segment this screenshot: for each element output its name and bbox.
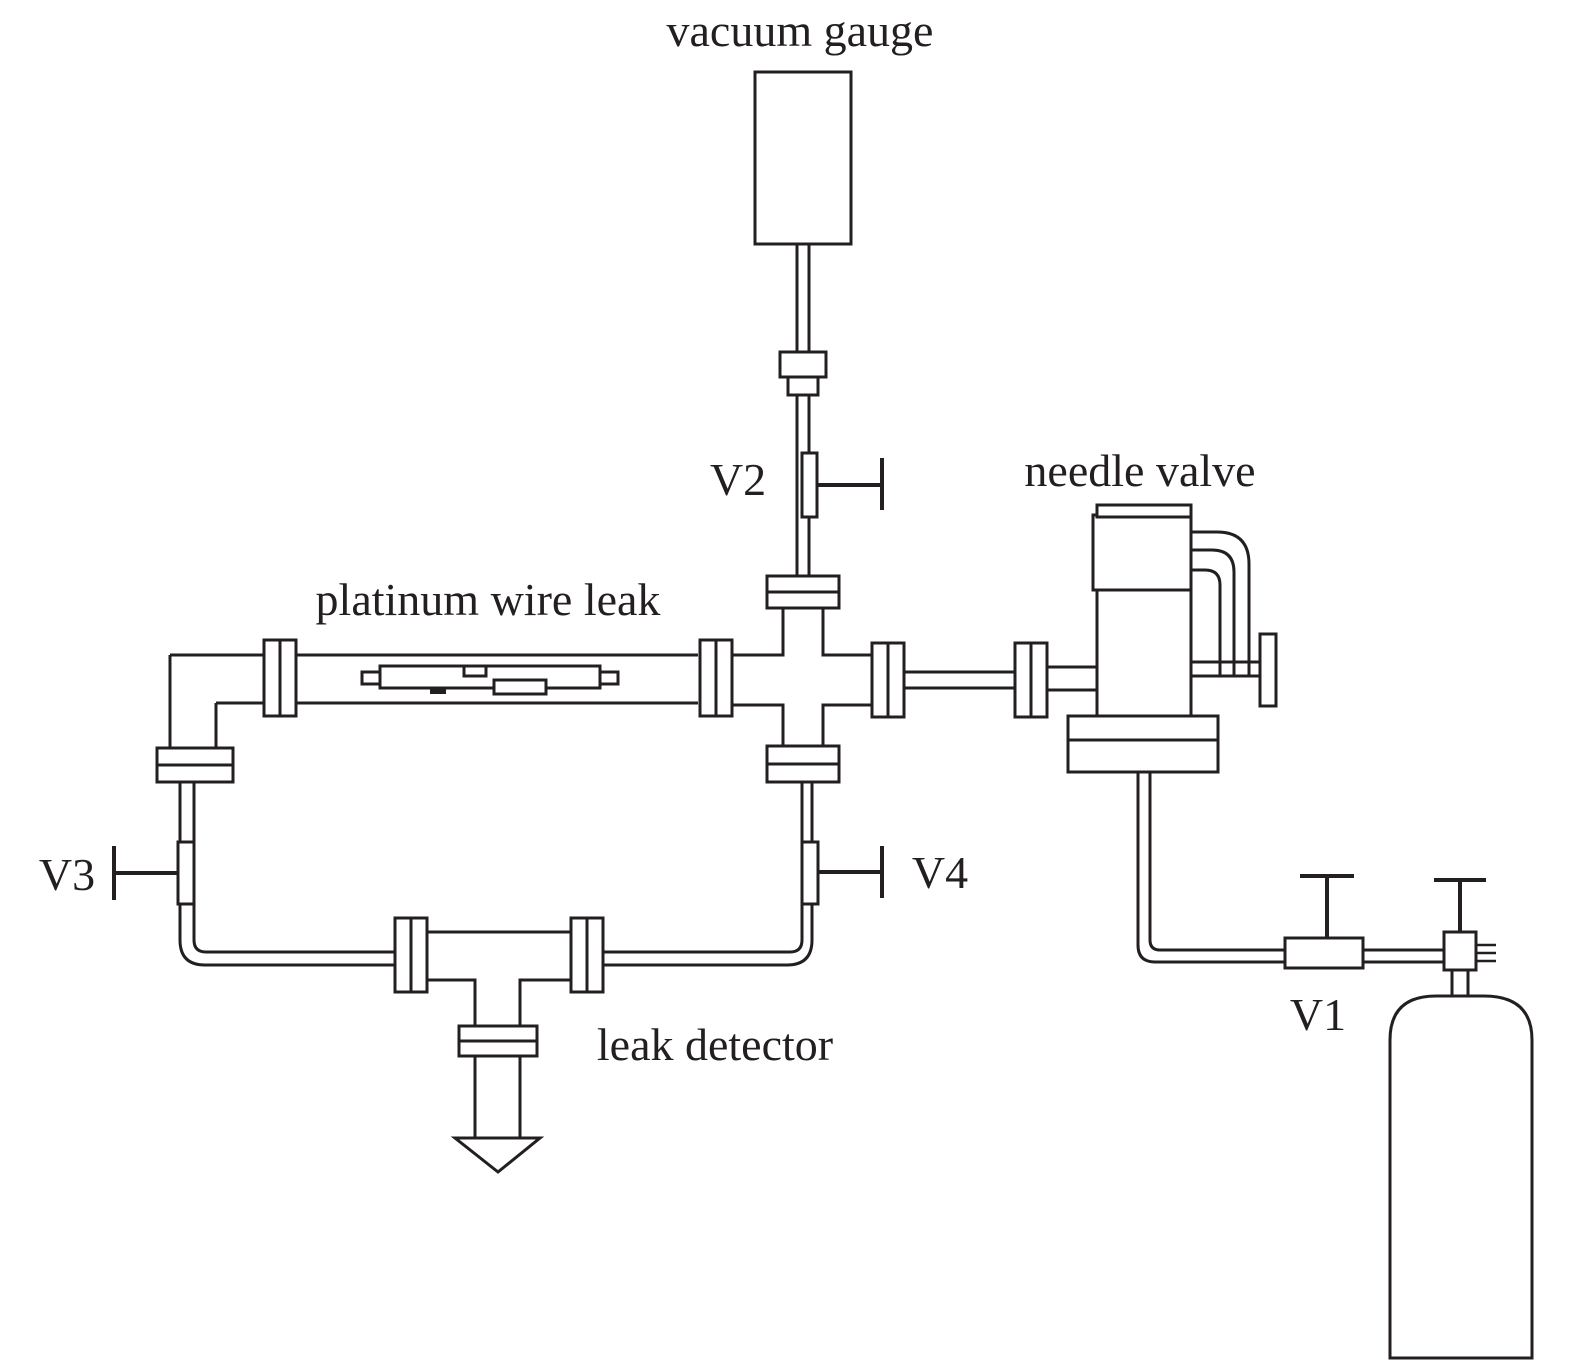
label-needle-valve: needle valve	[1024, 445, 1255, 496]
cross-fitting	[733, 574, 872, 784]
needle-valve	[1066, 503, 1278, 774]
leak-detector-arrow-icon	[450, 1136, 545, 1174]
label-v1: V1	[1290, 989, 1346, 1040]
needle-to-v1-pipe	[1136, 772, 1285, 964]
valve-v3	[112, 840, 196, 906]
label-v4: V4	[912, 847, 968, 898]
platinum-wire-leak-pipe	[168, 638, 734, 748]
vacuum-gauge	[753, 70, 853, 246]
label-v3: V3	[39, 849, 95, 900]
label-v2: V2	[710, 454, 766, 505]
platinum-wire-leak	[360, 664, 620, 696]
left-elbow-flange	[155, 746, 235, 784]
gauge-pipe	[778, 244, 828, 576]
valve-v1	[1283, 874, 1444, 970]
label-platinum-wire-leak: platinum wire leak	[316, 574, 661, 625]
lower-loop-pipe	[178, 782, 814, 967]
right-pipe	[870, 641, 1097, 719]
label-vacuum-gauge: vacuum gauge	[667, 5, 934, 56]
helium-cylinder	[1388, 878, 1534, 1360]
valve-v4	[800, 840, 884, 906]
label-leak-detector: leak detector	[597, 1019, 833, 1070]
leak-detector-tee	[393, 916, 605, 1138]
valve-v2	[800, 451, 884, 519]
